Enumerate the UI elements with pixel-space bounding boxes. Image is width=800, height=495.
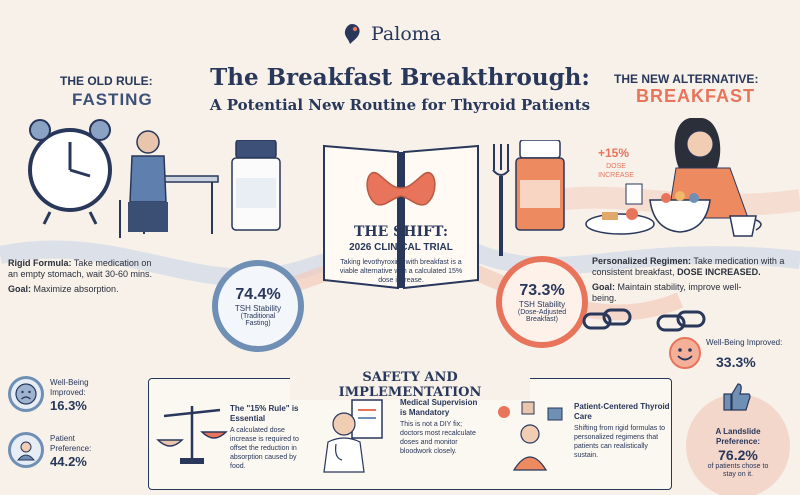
cereal-bowl-icon xyxy=(649,191,711,233)
left-wellbeing-label: Well-Being Improved: xyxy=(50,378,89,397)
pill-bottle-white-icon xyxy=(231,140,281,231)
new-goal-text: Maintain stability, improve well-being. xyxy=(592,282,742,303)
pill-bottle-orange-icon xyxy=(515,140,565,231)
landslide-label: A Landslide Preference: xyxy=(715,427,761,446)
formula-text: Take medication on an empty stomach, wai… xyxy=(8,258,153,279)
dose-pct: +15% xyxy=(598,146,630,160)
safety-item-1-title: The "15% Rule" is Essential xyxy=(230,404,299,423)
coffee-cup-icon xyxy=(729,215,762,237)
old-rule-formula: Rigid Formula: Take medication on an emp… xyxy=(8,258,158,280)
new-alt-goal: Goal: Maintain stability, improve well-b… xyxy=(592,282,742,304)
safety-item-2-text: This is not a DIY fix; doctors most reca… xyxy=(400,421,476,455)
paloma-logo-icon xyxy=(344,24,360,44)
new-stat-sub: (Dose-Adjusted Breakfast) xyxy=(517,308,567,323)
new-alt-regimen: Personalized Regimen: Take medication wi… xyxy=(592,256,792,278)
landslide-value: 76.2% xyxy=(718,447,758,463)
open-book-illustration xyxy=(323,144,479,290)
old-rule-headline: FASTING xyxy=(72,90,153,109)
new-alt-kicker: THE NEW ALTERNATIVE: xyxy=(614,72,759,86)
old-rule-kicker: THE OLD RULE: xyxy=(60,74,153,88)
fork-icon xyxy=(492,144,510,256)
left-preference-label: Patient Preference: xyxy=(50,434,92,453)
stressed-person-icon xyxy=(119,130,219,238)
left-wellbeing-value: 16.3% xyxy=(50,398,87,413)
regimen-label: Personalized Regimen: xyxy=(592,256,692,266)
shift-title: THE SHIFT: xyxy=(353,224,449,240)
safety-heading: SAFETY AND IMPLEMENTATION xyxy=(290,370,530,400)
right-wellbeing-label: Well-Being Improved: xyxy=(706,338,783,347)
patient-care-icon xyxy=(498,401,563,471)
old-stat-ring: 74.4% TSH Stability (Traditional Fasting… xyxy=(212,260,304,352)
new-stat-value: 73.3% xyxy=(519,281,565,299)
safety-item-2-title: Medical Supervision is Mandatory xyxy=(400,398,478,417)
regimen-text: Take medication with a consistent breakf… xyxy=(592,256,785,277)
glass-icon xyxy=(625,183,643,205)
page-title: The Breakfast Breakthrough: xyxy=(210,64,590,91)
regimen-emph: DOSE INCREASED. xyxy=(677,267,761,277)
patient-badge xyxy=(8,432,44,468)
sad-face-icon xyxy=(15,383,37,405)
smiley-face-icon xyxy=(669,337,701,369)
shift-text: Taking levothyroxine with breakfast is a… xyxy=(339,259,463,284)
old-goal-label: Goal: xyxy=(8,284,32,294)
breakfast-illustration xyxy=(585,118,762,237)
new-stat-ring: 73.3% TSH Stability (Dose-Adjusted Break… xyxy=(496,256,588,348)
left-preference-value: 44.2% xyxy=(50,454,87,469)
landslide-sub: of patients chose to stay on it. xyxy=(707,463,769,478)
formula-label: Rigid Formula: xyxy=(8,258,72,268)
old-goal-text: Maximize absorption. xyxy=(33,284,119,294)
plate-icon xyxy=(585,208,655,235)
thyroid-icon xyxy=(366,171,436,206)
broken-chain-icon xyxy=(582,308,706,332)
alarm-clock-icon xyxy=(28,119,112,225)
sad-face-badge xyxy=(8,376,44,412)
old-stat-value: 74.4% xyxy=(235,285,281,303)
page-subtitle: A Potential New Routine for Thyroid Pati… xyxy=(209,96,591,114)
new-stat-label: TSH Stability xyxy=(518,299,566,309)
fasting-illustration xyxy=(28,119,219,238)
right-wellbeing-value: 33.3% xyxy=(716,354,756,370)
old-stat-label: TSH Stability xyxy=(234,303,282,313)
patient-icon xyxy=(16,441,36,461)
dose-label: DOSE INCREASE xyxy=(598,163,634,179)
balance-scale-icon xyxy=(156,406,228,464)
thumbs-up-icon xyxy=(723,383,751,411)
brand: Paloma xyxy=(340,22,441,46)
brand-name: Paloma xyxy=(371,23,442,45)
landslide-badge: A Landslide Preference: 76.2% of patient… xyxy=(686,394,790,495)
safety-item-1-text: A calculated dose increase is required t… xyxy=(230,427,299,470)
old-rule-goal: Goal: Maximize absorption. xyxy=(8,284,158,295)
safety-item-3-title: Patient-Centered Thyroid Care xyxy=(574,402,670,421)
doctor-icon xyxy=(323,399,383,473)
shift-subtitle: 2026 CLINICAL TRIAL xyxy=(349,242,453,253)
new-alt-headline: BREAKFAST xyxy=(636,86,756,106)
new-goal-label: Goal: xyxy=(592,282,616,292)
safety-item-3-text: Shifting from rigid formulas to personal… xyxy=(574,425,666,459)
old-stat-sub: (Traditional Fasting) xyxy=(240,312,276,327)
